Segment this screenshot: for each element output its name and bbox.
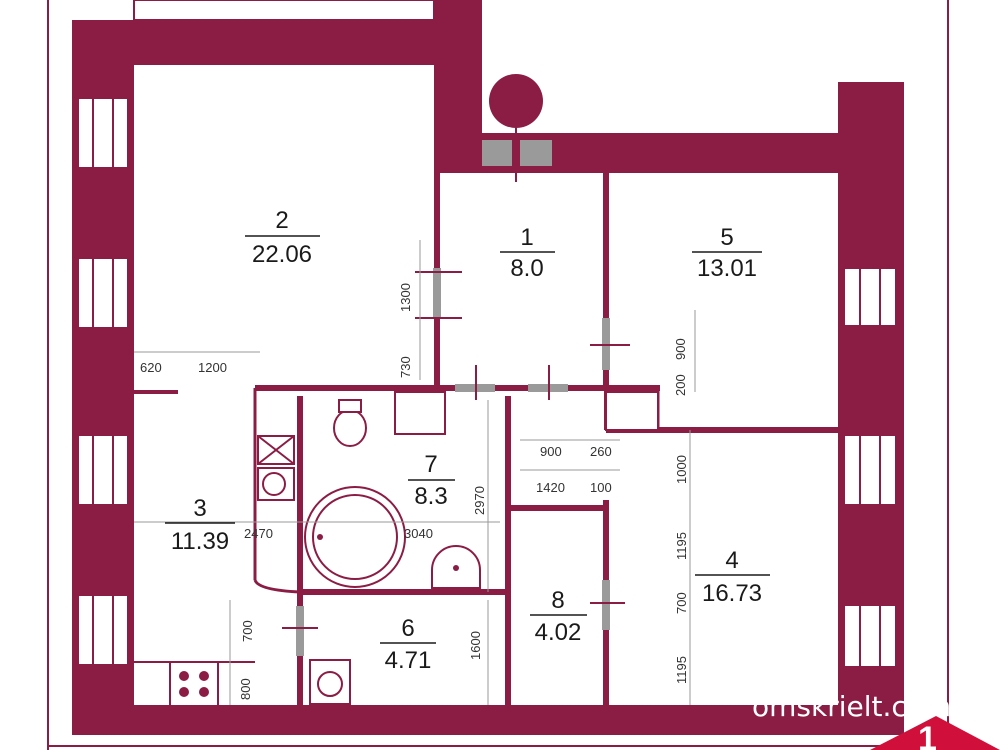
room-area-6: 4.71	[385, 647, 432, 674]
dim-2470: 2470	[244, 526, 273, 541]
room-label-3: 3 11.39	[165, 495, 235, 555]
dim-3040: 3040	[404, 526, 433, 541]
room-label-5: 5 13.01	[692, 224, 762, 282]
dim-620: 620	[140, 360, 162, 375]
dim-700-right: 700	[674, 592, 689, 614]
inner-corner-wall	[434, 65, 482, 173]
top-wall-left	[72, 20, 482, 65]
dim-1195-upper: 1195	[674, 532, 689, 560]
bottom-wall	[72, 705, 904, 735]
dim-1200: 1200	[198, 360, 227, 375]
brand-badge	[870, 716, 1000, 750]
room-number-6: 6	[401, 615, 414, 642]
room-number-1: 1	[520, 224, 533, 251]
room-number-8: 8	[551, 587, 564, 614]
room-area-7: 8.3	[414, 483, 447, 510]
closet-b	[605, 391, 659, 431]
top-wall-right	[434, 133, 904, 173]
dim-1420: 1420	[536, 480, 565, 495]
dim-1000: 1000	[674, 455, 689, 484]
dim-1600: 1600	[468, 631, 483, 660]
dim-260: 260	[590, 444, 612, 459]
watermark-text: omskrielt.com	[752, 690, 951, 723]
dim-2970: 2970	[472, 486, 487, 515]
room-number-3: 3	[193, 495, 206, 522]
room-label-4: 4 16.73	[695, 547, 770, 607]
room-number-4: 4	[725, 547, 738, 574]
room-area-3: 11.39	[171, 528, 229, 555]
dim-700-left: 700	[240, 620, 255, 642]
room-area-1: 8.0	[510, 255, 543, 282]
dim-200: 200	[673, 374, 688, 396]
room-area-5: 13.01	[697, 255, 757, 282]
riser-pipe	[489, 74, 543, 128]
dimension-lines	[134, 240, 696, 705]
room-number-7: 7	[424, 451, 437, 478]
dim-100: 100	[590, 480, 612, 495]
room-label-1: 1 8.0	[500, 224, 555, 282]
badge-number: 1	[918, 720, 937, 750]
closet-a	[394, 391, 446, 435]
stove	[169, 661, 219, 707]
room-label-2: 2 22.06	[245, 207, 320, 268]
dimension-labels: 620 1200 1300 730 900 200 900 260 1420 1…	[140, 283, 689, 700]
room-area-8: 4.02	[535, 619, 582, 646]
dim-730: 730	[398, 356, 413, 378]
room-label-7: 7 8.3	[408, 451, 455, 510]
dim-1195-lower: 1195	[674, 656, 689, 684]
right-windows	[843, 267, 897, 668]
left-windows	[77, 97, 129, 666]
dim-900-horizontal: 900	[540, 444, 562, 459]
room-area-2: 22.06	[252, 241, 312, 268]
top-neighbor-block	[133, 0, 435, 21]
top-wall-pillar	[434, 0, 482, 65]
room-label-8: 8 4.02	[530, 587, 587, 646]
vent-right	[520, 140, 552, 166]
dim-900-vertical: 900	[673, 338, 688, 360]
dim-800: 800	[238, 678, 253, 700]
room-label-6: 6 4.71	[380, 615, 436, 674]
dim-1300: 1300	[398, 283, 413, 312]
vent-left	[482, 140, 512, 166]
toilet	[333, 409, 367, 447]
room-number-5: 5	[720, 224, 733, 251]
room-number-2: 2	[275, 207, 288, 234]
door-marks	[282, 271, 630, 629]
room-area-4: 16.73	[702, 580, 762, 607]
